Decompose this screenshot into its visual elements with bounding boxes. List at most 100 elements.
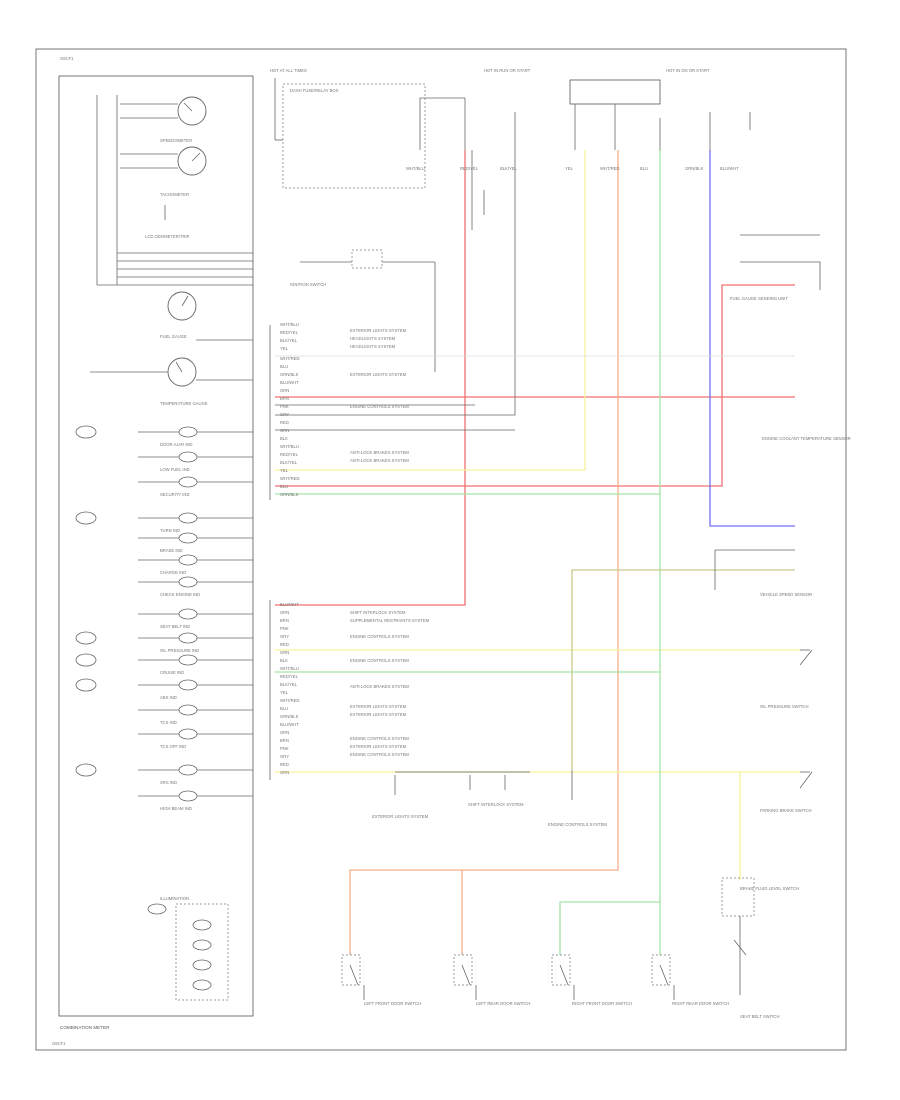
temp-gauge-label: TEMPERATURE GAUGE [160,401,208,406]
system-reference: EXTERIOR LIGHTS SYSTEM [350,744,407,749]
seat-belt-switch-label: SEAT BELT SWITCH [740,1014,779,1019]
wire-color-tag: BLU/WHT [280,380,299,385]
indicator-bulb-left [75,425,97,439]
wire-red-fuel [275,284,795,487]
odometer-label: LCD ODOMETER/TRIP [145,234,190,239]
fuse-box-label: DASH FUSE/RELAY BOX [290,88,339,93]
system-reference: ENGINE CONTROLS SYSTEM [350,404,409,409]
wire-color-tag: YEL [280,468,289,473]
indicator-bulb [178,790,198,802]
system-reference: SUPPLEMENTAL RESTRAINTS SYSTEM [350,618,430,623]
oil-pressure-switch-label: OIL PRESSURE SWITCH [760,704,808,709]
system-reference: EXTERIOR LIGHTS SYSTEM [350,328,407,333]
door-switch-label: LEFT FRONT DOOR SWITCH [364,1001,421,1006]
indicator-label: SRS IND [160,780,177,785]
system-reference: ANTI-LOCK BRAKES SYSTEM [350,458,409,463]
ground-symbols [394,770,573,800]
indicator-bulb [178,679,198,691]
indicator-label: SEAT BELT IND [160,624,190,629]
indicator-label: CRUISE IND [160,670,184,675]
wire-color-tag: BLU/WHT [280,722,299,727]
wire-color-tag: PNK [280,746,289,751]
brake-fluid-label: BRAKE FLUID LEVEL SWITCH [740,886,799,891]
wire-color-tag: BLK/YEL [500,166,518,171]
wire-red [275,150,466,606]
wire-orange [349,150,619,955]
fuel-sender-label: FUEL GAUGE SENDING UNIT [730,296,788,301]
indicator-bulb [178,554,198,566]
wire-color-tag: YEL [280,346,289,351]
system-reference: ENGINE CONTROLS SYSTEM [350,752,409,757]
indicator-label: LOW FUEL IND [160,467,190,472]
temperature-gauge [90,357,253,387]
wire-olive [571,569,795,770]
vss-label: VEHICLE SPEED SENSOR [760,592,812,597]
indicator-bulb [178,512,198,524]
indicator-bulb-left [75,631,97,645]
system-reference: HEADLIGHTS SYSTEM [350,336,396,341]
wire-color-tag: BLK/YEL [280,460,298,465]
wire-color-tag: RED [280,762,289,767]
wire-color-tag: BLU/WHT [720,166,739,171]
indicator-bulb [178,632,198,644]
system-reference: ENGINE CONTROLS SYSTEM [350,658,409,663]
wire-color-tag: GRN/BLK [280,714,299,719]
fuse-label-run: HOT IN RUN OR START [484,68,531,73]
indicator-bulb-left [75,511,97,525]
brake-fluid-switch [799,771,813,789]
footer-code: G6CF1 [52,1041,66,1046]
fuel-gauge [167,291,253,341]
wire-color-tag: RED/YEL [280,452,299,457]
wire-color-tag: GRY [280,634,289,639]
wire-color-tag: GRN [280,650,289,655]
wire-color-tag: BRN [280,396,289,401]
wire-color-tag: BLK [280,658,288,663]
wire-color-tag: GRN [280,770,289,775]
indicator-bulb-left [75,653,97,667]
indicator-bulb [178,476,198,488]
indicator-label: ABS IND [160,695,177,700]
wire-color-tag: GRN [280,428,289,433]
wire-color-tag: BLU [280,484,288,489]
wire-color-tag: GRN/BLK [685,166,704,171]
wire-color-tag: RED [280,420,289,425]
wire-color-tag: ORN [280,730,289,735]
system-reference: ANTI-LOCK BRAKES SYSTEM [350,684,409,689]
fuel-gauge-label: FUEL GAUGE [160,334,187,339]
indicator-label: HIGH BEAM IND [160,806,192,811]
fuse-block-top [569,79,661,105]
cluster-label: COMBINATION METER [60,1025,110,1030]
door-switch-label: RIGHT FRONT DOOR SWITCH [572,1001,632,1006]
indicator-bulb [178,426,198,438]
wire-color-tag: BLK/YEL [280,338,298,343]
wire-color-tag: BRN [280,738,289,743]
wire-color-tag: ORN [280,388,289,393]
indicator-label: CHECK ENGINE IND [160,592,200,597]
indicator-label: TCS OFF IND [160,744,186,749]
indicator-bulb-left [75,763,97,777]
illumination-bulbs [147,903,229,1001]
indicator-label: SECURITY IND [160,492,189,497]
indicator-label: CHARGE IND [160,570,186,575]
wire-color-tag: RED [280,642,289,647]
wire-color-tag: GRN/BLK [280,492,299,497]
wire-color-tag: RED/YEL [460,166,479,171]
indicator-bulb [178,576,198,588]
wire-color-tag: BLU [640,166,648,171]
speedometer-gauge [120,96,207,126]
engine-controls-ref: ENGINE CONTROLS SYSTEM [548,822,607,827]
parking-brake-switch [721,877,755,995]
wire-color-tag: WHT/BLU [280,322,299,327]
fuse-label-always: HOT AT ALL TIMES [270,68,307,73]
system-reference: ENGINE CONTROLS SYSTEM [350,736,409,741]
wire-color-tag: BLK/YEL [280,682,298,687]
system-reference: EXTERIOR LIGHTS SYSTEM [350,372,407,377]
system-reference: EXTERIOR LIGHTS SYSTEM [350,704,407,709]
system-reference: EXTERIOR LIGHTS SYSTEM [350,712,407,717]
wire-color-tag: BLK [280,436,288,441]
header-code: G6CF1 [60,56,74,61]
indicator-bulb [178,608,198,620]
indicator-label: DOOR AJAR IND [160,442,193,447]
ignition-switch [300,249,436,372]
